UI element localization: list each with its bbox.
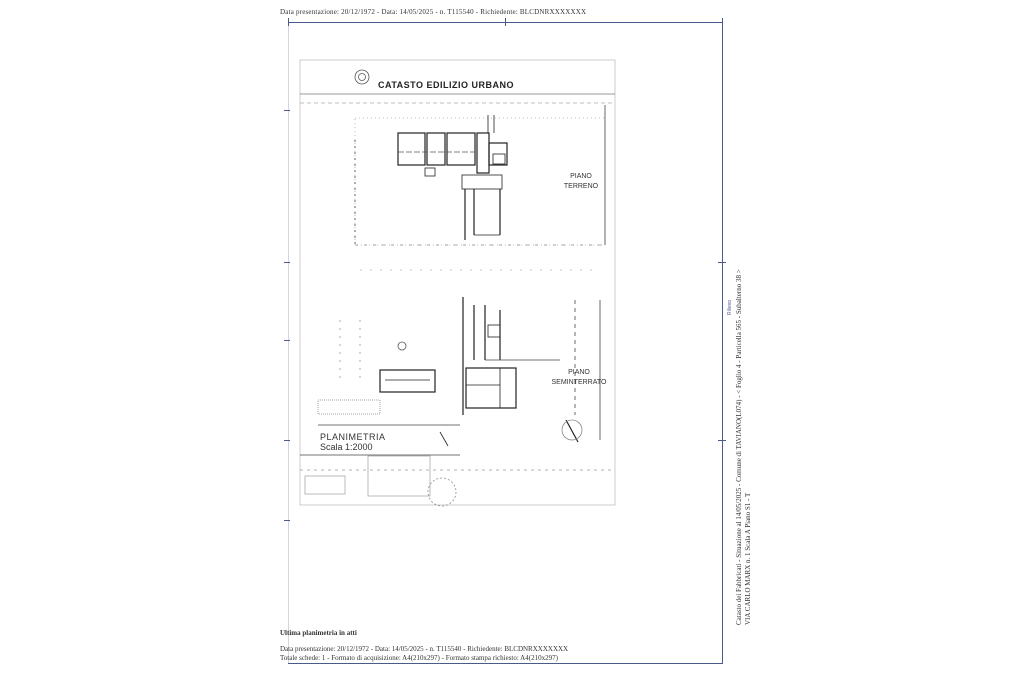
frame-left bbox=[288, 22, 289, 664]
room bbox=[397, 132, 426, 166]
basement-floor-label-line2: SEMINTERRATO bbox=[551, 379, 607, 386]
basement-floor-label-line1: PIANO bbox=[568, 369, 590, 376]
ground-floor-label-line2: TERRENO bbox=[563, 183, 599, 190]
frame-tick bbox=[284, 440, 290, 441]
plan-border bbox=[299, 59, 616, 506]
footer-line2: Totale schede: 1 - Formato di acquisizio… bbox=[280, 654, 558, 662]
catasto-title: CATASTO EDILIZIO URBANO bbox=[378, 80, 514, 90]
frame-tick bbox=[718, 262, 726, 263]
frame-tick bbox=[722, 18, 723, 26]
frame-tick bbox=[284, 340, 290, 341]
frame-tick bbox=[718, 440, 726, 441]
side-cadastral-info: Catasto dei Fabbricati - Situazione al 1… bbox=[735, 269, 753, 625]
side-info-line1: Catasto dei Fabbricati - Situazione al 1… bbox=[735, 269, 743, 625]
planimetria-label: PLANIMETRIA Scala 1:2000 bbox=[320, 432, 386, 452]
room bbox=[446, 132, 476, 166]
hatched-area bbox=[317, 399, 381, 415]
footer-heading: Ultima planimetria in atti bbox=[280, 629, 357, 637]
planimetria-scale: Scala 1:2000 bbox=[320, 442, 373, 452]
ground-floor-label: PIANO TERRENO bbox=[556, 172, 606, 192]
frame-right bbox=[722, 22, 723, 664]
frame-tick bbox=[288, 18, 289, 26]
info-box bbox=[367, 455, 431, 497]
room bbox=[424, 167, 436, 177]
frame-tick bbox=[284, 262, 290, 263]
room bbox=[461, 174, 503, 190]
emblem bbox=[354, 69, 370, 85]
lower-block bbox=[379, 369, 436, 393]
frame-bottom bbox=[288, 663, 723, 664]
room bbox=[426, 132, 446, 166]
planimetria-title: PLANIMETRIA bbox=[320, 432, 386, 442]
frame-tick bbox=[284, 110, 290, 111]
basement-floor-label: PIANO SEMINTERRATO bbox=[550, 368, 608, 388]
room bbox=[476, 132, 490, 174]
north-arrow bbox=[439, 431, 449, 447]
footer-line1: Data presentazione: 20/12/1972 - Data: 1… bbox=[280, 645, 569, 653]
room bbox=[492, 153, 506, 165]
side-info-line2: VIA CARLO MARX n. 1 Scala A Piano S1 - T bbox=[744, 492, 752, 625]
basement-room bbox=[487, 324, 501, 338]
compass bbox=[561, 419, 583, 441]
ground-floor-label-line1: PIANO bbox=[570, 173, 592, 180]
well-symbol bbox=[397, 341, 407, 351]
header-top-line: Data presentazione: 20/12/1972 - Data: 1… bbox=[280, 8, 587, 16]
stamp bbox=[427, 477, 457, 507]
basement-room bbox=[465, 367, 517, 409]
room bbox=[488, 142, 508, 166]
frame-tick bbox=[505, 18, 506, 26]
ground-floor-outline bbox=[354, 117, 606, 246]
frame-tick bbox=[284, 520, 290, 521]
info-box bbox=[304, 475, 346, 495]
emblem bbox=[358, 73, 366, 81]
side-rilievo-label: Rilievo bbox=[727, 299, 733, 315]
north-arrow bbox=[565, 419, 579, 443]
